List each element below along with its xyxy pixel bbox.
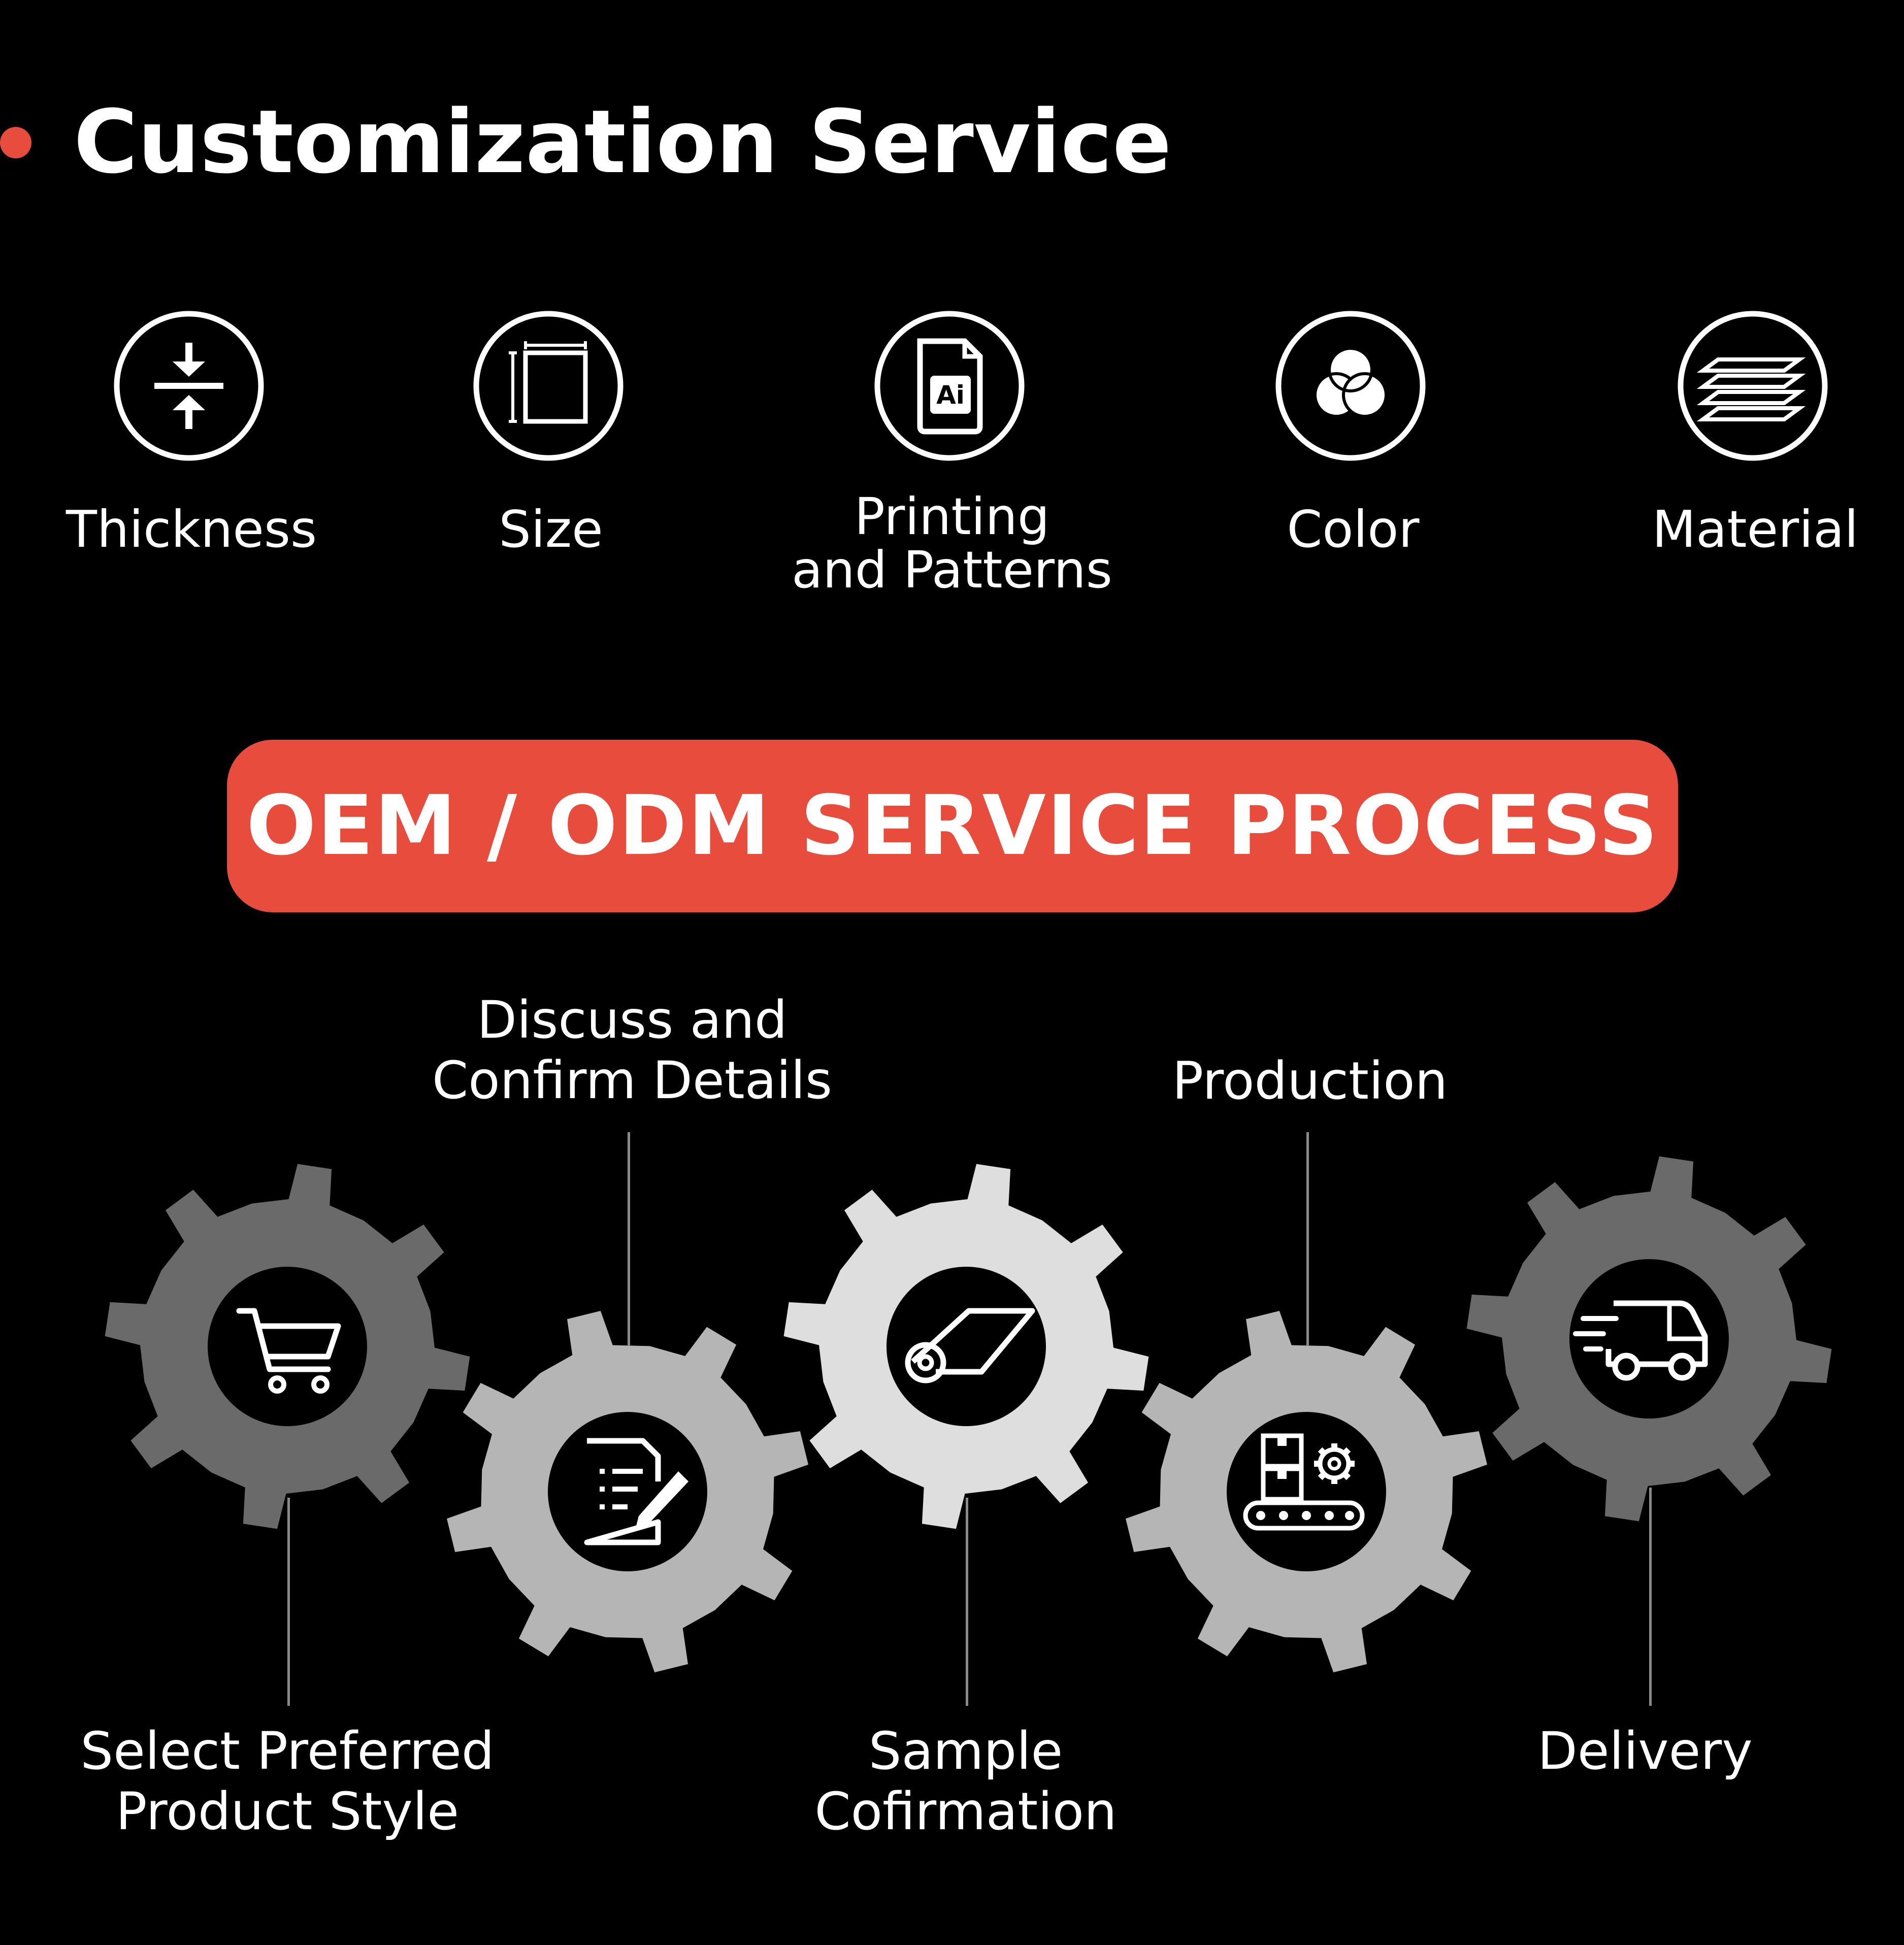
step-label-sample: Sample Cofirmation	[814, 1721, 1117, 1842]
svg-text:Ai: Ai	[936, 380, 965, 410]
gear-step-4	[1126, 1311, 1487, 1672]
option-label-size: Size	[499, 500, 603, 559]
material-layers-icon	[1678, 311, 1828, 461]
option-label-color: Color	[1287, 500, 1420, 559]
connector-discuss	[628, 1132, 630, 1345]
connector-production	[1306, 1132, 1309, 1345]
step-label-delivery: Delivery	[1537, 1721, 1753, 1782]
page-title: Customization Service	[74, 91, 1172, 193]
connector-sample	[966, 1498, 968, 1706]
document-edit-icon	[584, 1438, 688, 1545]
ai-file-icon: Ai	[874, 311, 1025, 461]
banner-title: OEM / ODM SERVICE PROCESS	[246, 778, 1659, 874]
step-label-production: Production	[1172, 1051, 1448, 1111]
factory-conveyor-icon	[1243, 1433, 1365, 1531]
process-gears	[105, 1156, 1832, 1672]
option-label-thickness: Thickness	[65, 500, 317, 559]
process-banner: OEM / ODM SERVICE PROCESS	[227, 740, 1678, 912]
gear-step-3	[783, 1164, 1149, 1529]
connector-select	[287, 1498, 290, 1706]
connector-delivery	[1649, 1488, 1652, 1706]
option-label-printing: Printing and Patterns	[792, 487, 1112, 600]
option-label-material: Material	[1652, 500, 1859, 559]
shopping-cart-icon	[236, 1308, 341, 1394]
gear-step-2	[447, 1311, 808, 1672]
step-label-discuss: Discuss and Confirm Details	[432, 990, 833, 1111]
color-circles-icon	[1275, 311, 1426, 461]
size-frame-icon	[473, 311, 623, 461]
gear-step-5	[1466, 1156, 1832, 1522]
gear-step-1	[105, 1164, 470, 1529]
material-roll-icon	[905, 1308, 1035, 1383]
step-label-select: Select Preferred Product Style	[80, 1721, 495, 1842]
thickness-arrows-icon	[114, 311, 264, 461]
title-bullet	[0, 127, 31, 158]
delivery-truck-icon	[1573, 1300, 1708, 1381]
